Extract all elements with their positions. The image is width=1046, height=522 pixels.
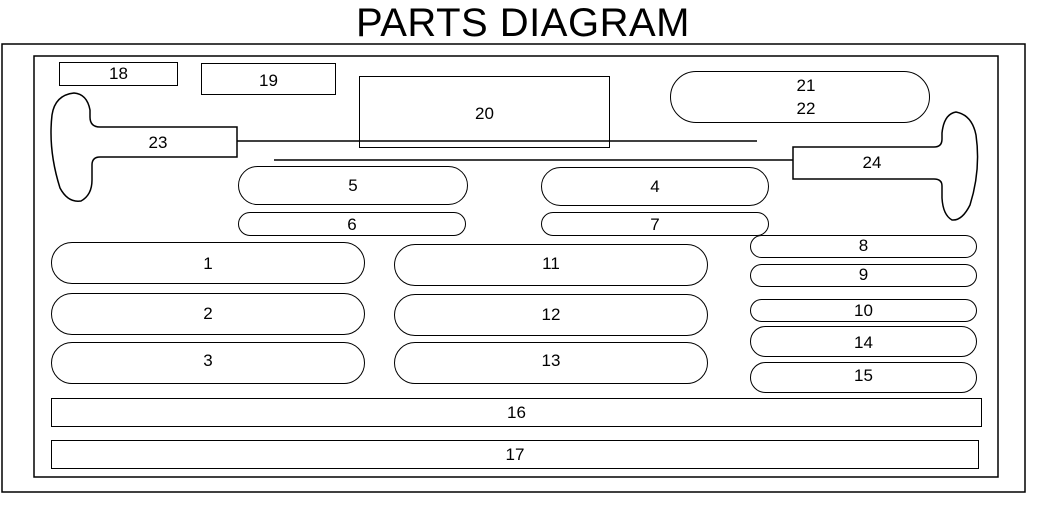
part-4: 4 [541, 167, 769, 206]
part-21-label: 21 [796, 76, 816, 95]
part-16: 16 [51, 398, 982, 427]
part-2-label: 2 [203, 304, 213, 323]
part-24-label: 24 [863, 153, 882, 172]
part-4-label: 4 [650, 177, 660, 196]
part-1: 1 [51, 242, 365, 284]
part-6-label: 6 [347, 215, 357, 234]
inner-frame [33, 55, 999, 478]
outer-frame [1, 43, 1026, 493]
part-8-label: 8 [858, 236, 869, 255]
part-23: 23 [50, 92, 238, 202]
part-14: 14 [750, 326, 977, 357]
part-20: 20 [359, 76, 610, 148]
part-19: 19 [201, 63, 336, 95]
part-5-label: 5 [348, 176, 358, 195]
part-14-label: 14 [854, 333, 873, 352]
part-10: 10 [750, 299, 977, 322]
part-13-label: 13 [541, 351, 561, 370]
part-15-label: 15 [854, 366, 873, 385]
part-10-label: 10 [854, 301, 873, 320]
part-24: 24 [792, 111, 979, 221]
part-1-label: 1 [203, 254, 213, 273]
part-18: 18 [59, 62, 178, 86]
part-7-label: 7 [650, 215, 660, 234]
part-19-label: 19 [259, 71, 278, 90]
part-12-label: 12 [541, 305, 561, 324]
part-6: 6 [238, 212, 466, 236]
part-16-label: 16 [507, 403, 526, 422]
part-22-label: 22 [796, 99, 816, 118]
part-11-label: 11 [542, 254, 560, 273]
part-11: 11 [394, 244, 708, 286]
part-23-label: 23 [149, 133, 168, 152]
part-18-label: 18 [109, 64, 128, 83]
part-15: 15 [750, 362, 977, 393]
part-3-label: 3 [203, 351, 213, 370]
part-5: 5 [238, 166, 468, 205]
part-21-22: 21 22 [670, 71, 930, 123]
part-9-label: 9 [858, 265, 869, 284]
part-17: 17 [51, 440, 979, 469]
part-9: 9 [750, 264, 977, 287]
part-2: 2 [51, 293, 365, 335]
diagram-title: PARTS DIAGRAM [356, 1, 690, 45]
part-13: 13 [394, 342, 708, 384]
part-17-label: 17 [505, 445, 525, 464]
part-7: 7 [541, 212, 769, 236]
part-3: 3 [51, 342, 365, 384]
part-12: 12 [394, 294, 708, 336]
part-8: 8 [750, 235, 977, 258]
part-20-label: 20 [475, 104, 494, 123]
